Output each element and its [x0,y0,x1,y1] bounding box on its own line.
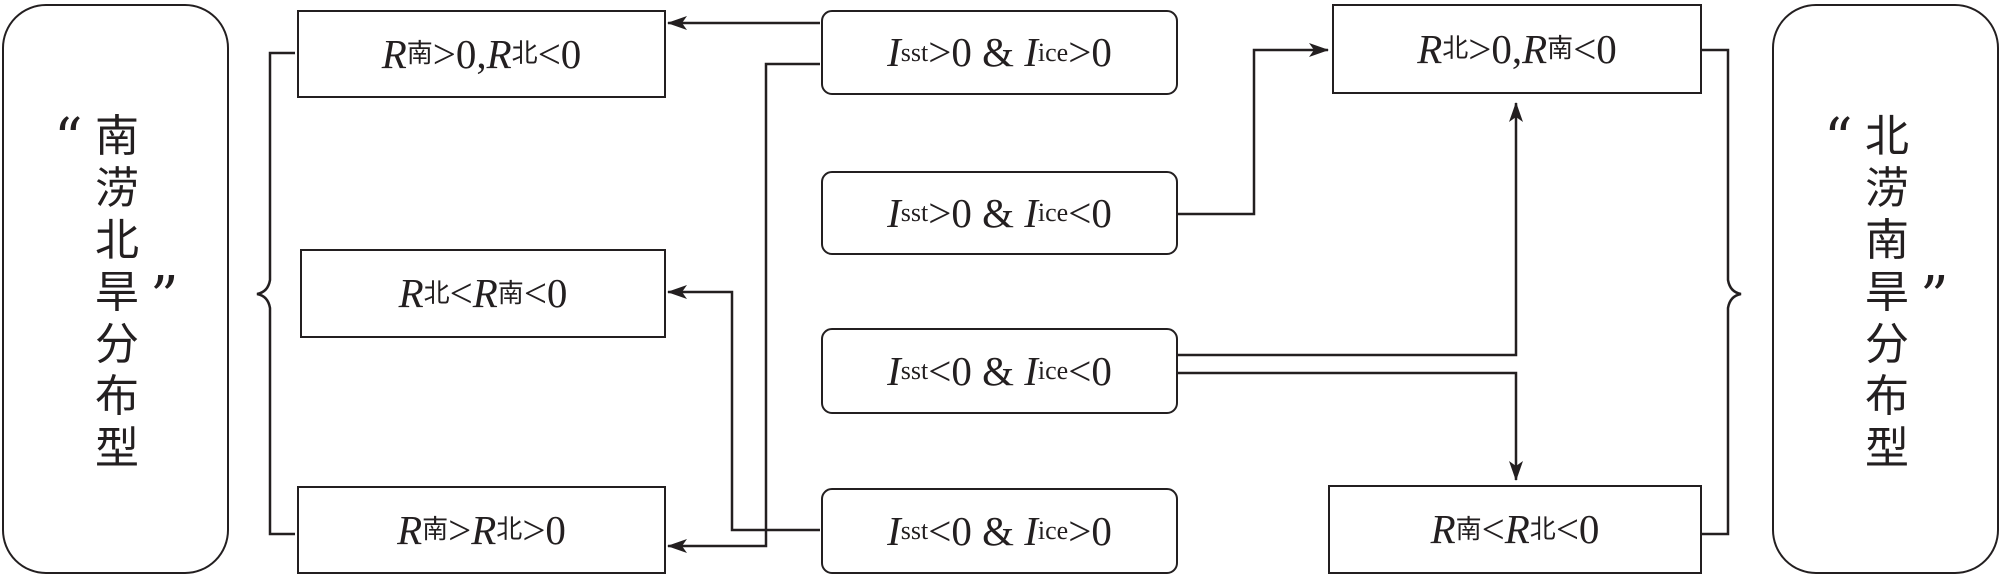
right-type-char: 分 [1865,319,1909,370]
left-type-char: 型 [95,423,139,474]
right-type-char: 南 [1865,215,1909,266]
right-type-char: 涝 [1865,163,1909,214]
arrow-cond1-to-left-bot [667,62,820,553]
right-type-char: 布 [1865,371,1909,422]
arrow-cond3-to-right-top [1178,102,1523,357]
left-brace [256,51,295,536]
right-type-char: 北 [1865,111,1909,162]
right-type-char: 旱 [1865,267,1909,318]
left-type-char: 北 [95,215,139,266]
arrow-cond4-to-left-mid [667,285,820,532]
left-type-open-quote: “ [54,107,83,172]
left-type-char: 南 [95,111,139,162]
left-type-close-quote: ” [150,265,179,330]
right-type-char: 型 [1865,423,1909,474]
left-type-char: 旱 [95,267,139,318]
left-type-box [2,4,229,574]
left-type-char: 布 [95,371,139,422]
right-type-label: 北 涝 南 旱 分 布 型 [1862,111,1912,475]
right-brace [1702,48,1742,536]
right-type-box [1772,4,1999,574]
left-type-char: 分 [95,319,139,370]
left-type-label: 南 涝 北 旱 分 布 型 [92,111,142,475]
arrow-cond2-to-right-top [1178,43,1329,216]
right-type-open-quote: “ [1824,107,1853,172]
arrow-cond3-to-right-bot [1178,371,1523,481]
right-type-close-quote: ” [1920,265,1949,330]
left-type-char: 涝 [95,163,139,214]
